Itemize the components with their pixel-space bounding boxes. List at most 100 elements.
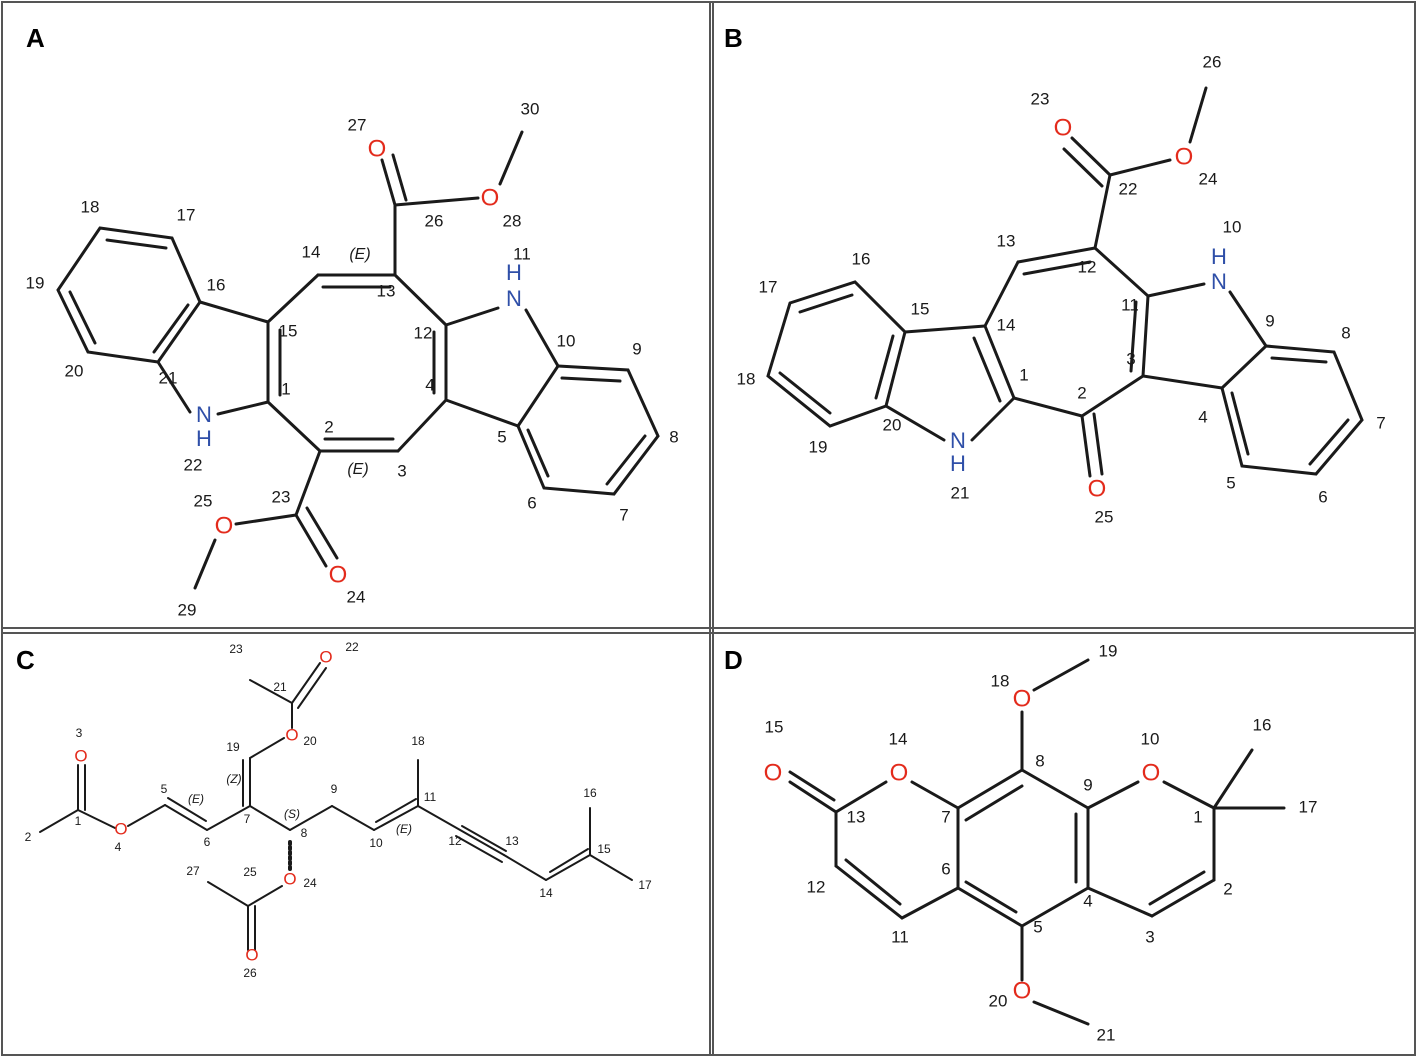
atom-number: 26 [1203,52,1222,71]
atom-number: 13 [997,231,1016,250]
atom-number: 10 [369,836,383,850]
atom-number: 17 [759,277,778,296]
atom-o24-a: O [329,561,348,588]
panel-label-b: B [724,23,743,53]
structure-a-bonds [56,130,660,590]
atom-number: 19 [809,437,828,456]
atom-number: 10 [1141,729,1160,748]
atom-number: 18 [411,734,425,748]
atom-number: 14 [302,242,321,261]
atom-number: 3 [1145,927,1154,946]
atom-number: 3 [76,726,83,740]
structure-c: O O O O O O (E) (Z) (S) (E) 1 2 3 4 5 6 … [25,640,652,980]
atom-number: 21 [159,368,178,387]
atom-number: 16 [207,275,226,294]
atom-number: 11 [424,790,437,804]
atom-number: 6 [1318,487,1327,506]
atom-number: 19 [26,273,45,292]
atom-h22-a: H [196,426,212,451]
atom-number: 13 [505,834,519,848]
atom-number: 14 [889,729,908,748]
structure-c-bonds [39,662,633,951]
atom-number: 6 [941,859,950,878]
atom-o23-b: O [1054,114,1073,141]
stereo-label: (Z) [226,772,241,786]
atom-number: 1 [1019,365,1028,384]
atom-number: 25 [1095,507,1114,526]
atom-number: 11 [891,927,909,946]
atom-number: 11 [513,244,531,263]
atom-number: 6 [204,835,211,849]
atom-number: 1 [1193,807,1202,826]
atom-number: 16 [583,786,597,800]
atom-number: 15 [597,842,611,856]
atom-number: 15 [765,717,784,736]
atom-number: 5 [497,427,506,446]
atom-number: 21 [273,680,287,694]
atom-number: 17 [177,205,196,224]
atom-number: 7 [244,812,251,826]
atom-number: 14 [997,315,1016,334]
stereo-label: (S) [284,807,300,821]
atom-number: 22 [345,640,359,654]
atom-o20-c: O [285,725,298,744]
atom-number: 20 [989,991,1008,1010]
atom-number: 16 [1253,715,1272,734]
atom-o25-a: O [215,512,234,539]
atom-number: 4 [1198,407,1207,426]
structure-b: O O H N N H O 1 2 3 4 5 6 7 8 9 10 11 12… [737,52,1386,526]
atom-number: 10 [1223,217,1242,236]
atom-o18-d: O [1013,685,1032,712]
atom-number: 12 [1078,257,1097,276]
atom-number: 2 [1223,879,1232,898]
structure-d-bonds [788,658,1286,1026]
atom-number: 11 [1121,295,1139,314]
atom-number: 7 [1376,413,1385,432]
atom-number: 10 [557,331,576,350]
atom-number: 23 [229,642,243,656]
atom-number: 12 [807,877,826,896]
atom-number: 19 [226,740,240,754]
atom-number: 13 [377,281,396,300]
atom-number: 26 [425,211,444,230]
atom-o3-c: O [74,746,87,765]
atom-o22-c: O [319,647,332,666]
atom-o25-b: O [1088,475,1107,502]
atom-number: 17 [1299,797,1318,816]
atom-number: 19 [1099,641,1118,660]
stereo-label: (E) [396,822,412,836]
atom-number: 5 [161,782,168,796]
atom-o4-c: O [114,819,127,838]
atom-number: 22 [184,455,203,474]
atom-number: 17 [638,878,652,892]
atom-n21-b: N [950,428,966,453]
stereo-label: (E) [349,246,370,263]
atom-o14-d: O [890,759,909,786]
atom-number: 2 [324,417,333,436]
atom-number: 24 [303,876,317,890]
atom-number: 29 [178,600,197,619]
stereo-label: (E) [188,792,204,806]
atom-number: 8 [1341,323,1350,342]
structure-d: O O O O O 1 2 3 4 5 6 7 8 9 10 11 12 13 … [764,641,1318,1044]
atom-number: 12 [414,323,433,342]
atom-number: 16 [852,249,871,268]
atom-number: 9 [632,339,641,358]
atom-number: 7 [619,505,628,524]
atom-number: 21 [1097,1025,1116,1044]
atom-number: 8 [301,826,308,840]
atom-number: 20 [883,415,902,434]
atom-number: 25 [194,491,213,510]
atom-number: 18 [81,197,100,216]
atom-number: 27 [348,115,367,134]
atom-number: 1 [75,814,82,828]
atom-number: 1 [281,379,290,398]
atom-number: 22 [1119,179,1138,198]
atom-number: 13 [847,807,866,826]
atom-h10-b: H [1211,244,1227,269]
atom-number: 4 [115,840,122,854]
panel-label-d: D [724,645,743,675]
